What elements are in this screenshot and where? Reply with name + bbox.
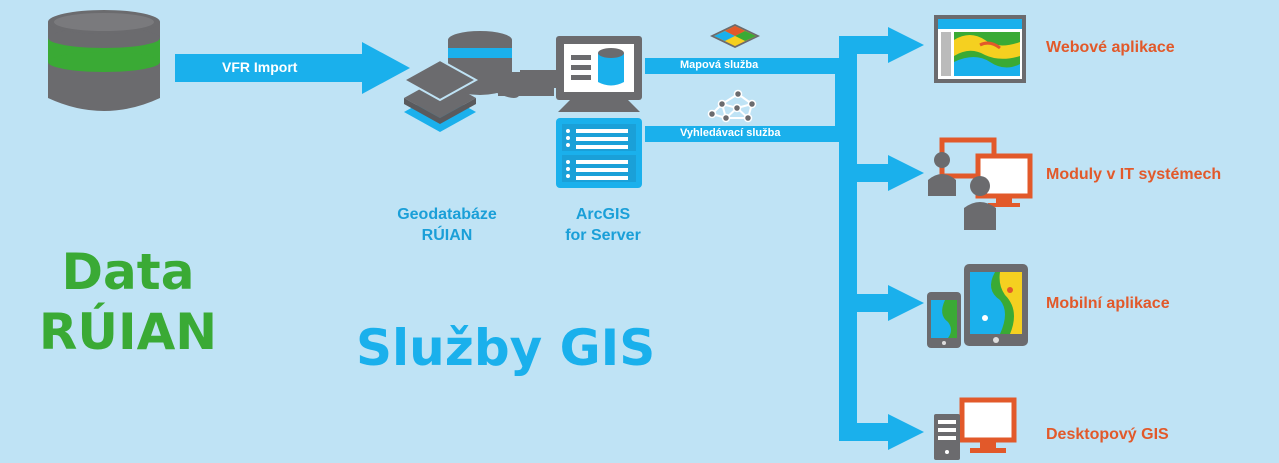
vfr-import-label: VFR Import: [222, 59, 298, 75]
map-service-bar: [645, 58, 839, 74]
geodatabase-label-line1: Geodatabáze: [397, 206, 497, 223]
map-tiles-icon: [710, 24, 760, 48]
db-server-connector: [520, 70, 560, 88]
gis-services-title: Služby GIS: [356, 319, 656, 377]
server-rack-icon: [556, 118, 642, 188]
network-nodes: [707, 89, 757, 123]
data-ruian-title: Data RÚIAN: [38, 242, 218, 362]
data-ruian-title-line1: Data: [61, 243, 195, 301]
output-label-web: Webové aplikace: [1046, 39, 1175, 56]
server-label-line1: ArcGIS: [575, 206, 631, 223]
server-monitor-icon: [556, 36, 642, 112]
desktop-gis-icon: [934, 397, 1017, 460]
distribution-arrows: [835, 27, 924, 450]
database-icon: [48, 10, 160, 111]
search-service-bar: [645, 126, 839, 142]
vfr-import-arrow: [175, 42, 410, 94]
output-label-it-modules: Moduly v IT systémech: [1046, 166, 1222, 183]
geodatabase-label: Geodatabáze RÚIAN: [372, 204, 522, 246]
server-label-line2: for Server: [565, 227, 641, 244]
search-service-label: Vyhledávací služba: [680, 127, 781, 139]
it-modules-icon: [928, 137, 1033, 230]
geodatabase-label-line2: RÚIAN: [421, 227, 473, 244]
mobile-app-icon: [927, 264, 1028, 348]
server-label: ArcGIS for Server: [548, 204, 658, 246]
output-label-mobile: Mobilní aplikace: [1046, 295, 1170, 312]
web-app-icon: [934, 15, 1026, 83]
map-service-label: Mapová služba: [680, 59, 759, 71]
data-ruian-title-line2: RÚIAN: [38, 303, 218, 361]
output-label-desktop: Desktopový GIS: [1046, 426, 1169, 443]
